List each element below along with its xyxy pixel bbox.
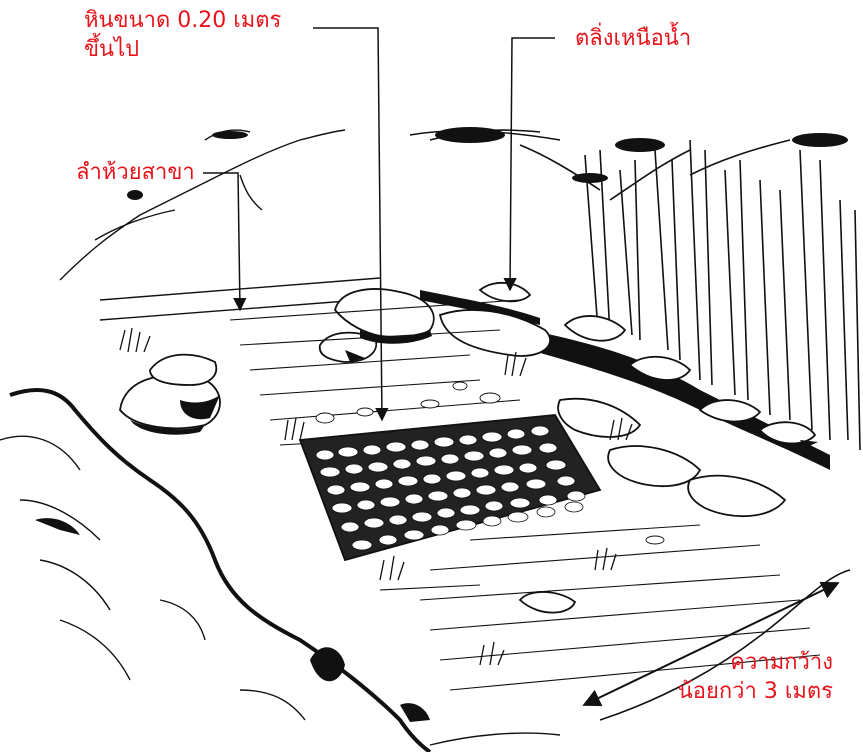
bank-leader [503, 37, 555, 292]
bank-label-text: ตลิ่งเหนือน้ำ [575, 26, 692, 51]
tributary-leader [203, 172, 247, 312]
trees [429, 129, 861, 451]
width-label-line1: ความกว้าง [730, 650, 833, 675]
width-dimension-arrow [582, 581, 840, 707]
tree-foliage [127, 127, 848, 200]
bank-label: ตลิ่งเหนือน้ำ [575, 24, 691, 53]
tributary-label-text: ลำห้วยสาขา [76, 160, 195, 185]
cobble-apron [298, 381, 665, 562]
stone-size-label-line1: หินขนาด 0.20 เมตร [84, 8, 282, 33]
stone-size-label-line2: ขึ้นไป [84, 37, 140, 62]
boulder-shading [130, 330, 818, 448]
stone-size-label: หินขนาด 0.20 เมตร ขึ้นไป [84, 6, 281, 64]
width-label: ความกว้าง น้อยกว่า 3 เมตร [678, 648, 833, 706]
foreground-shading [35, 518, 430, 722]
width-label-line2: น้อยกว่า 3 เมตร [677, 679, 833, 704]
stone-size-leader [313, 27, 389, 422]
callout-arrows [203, 27, 840, 707]
tributary-label: ลำห้วยสาขา [76, 158, 195, 187]
grass-tufts [119, 327, 633, 666]
